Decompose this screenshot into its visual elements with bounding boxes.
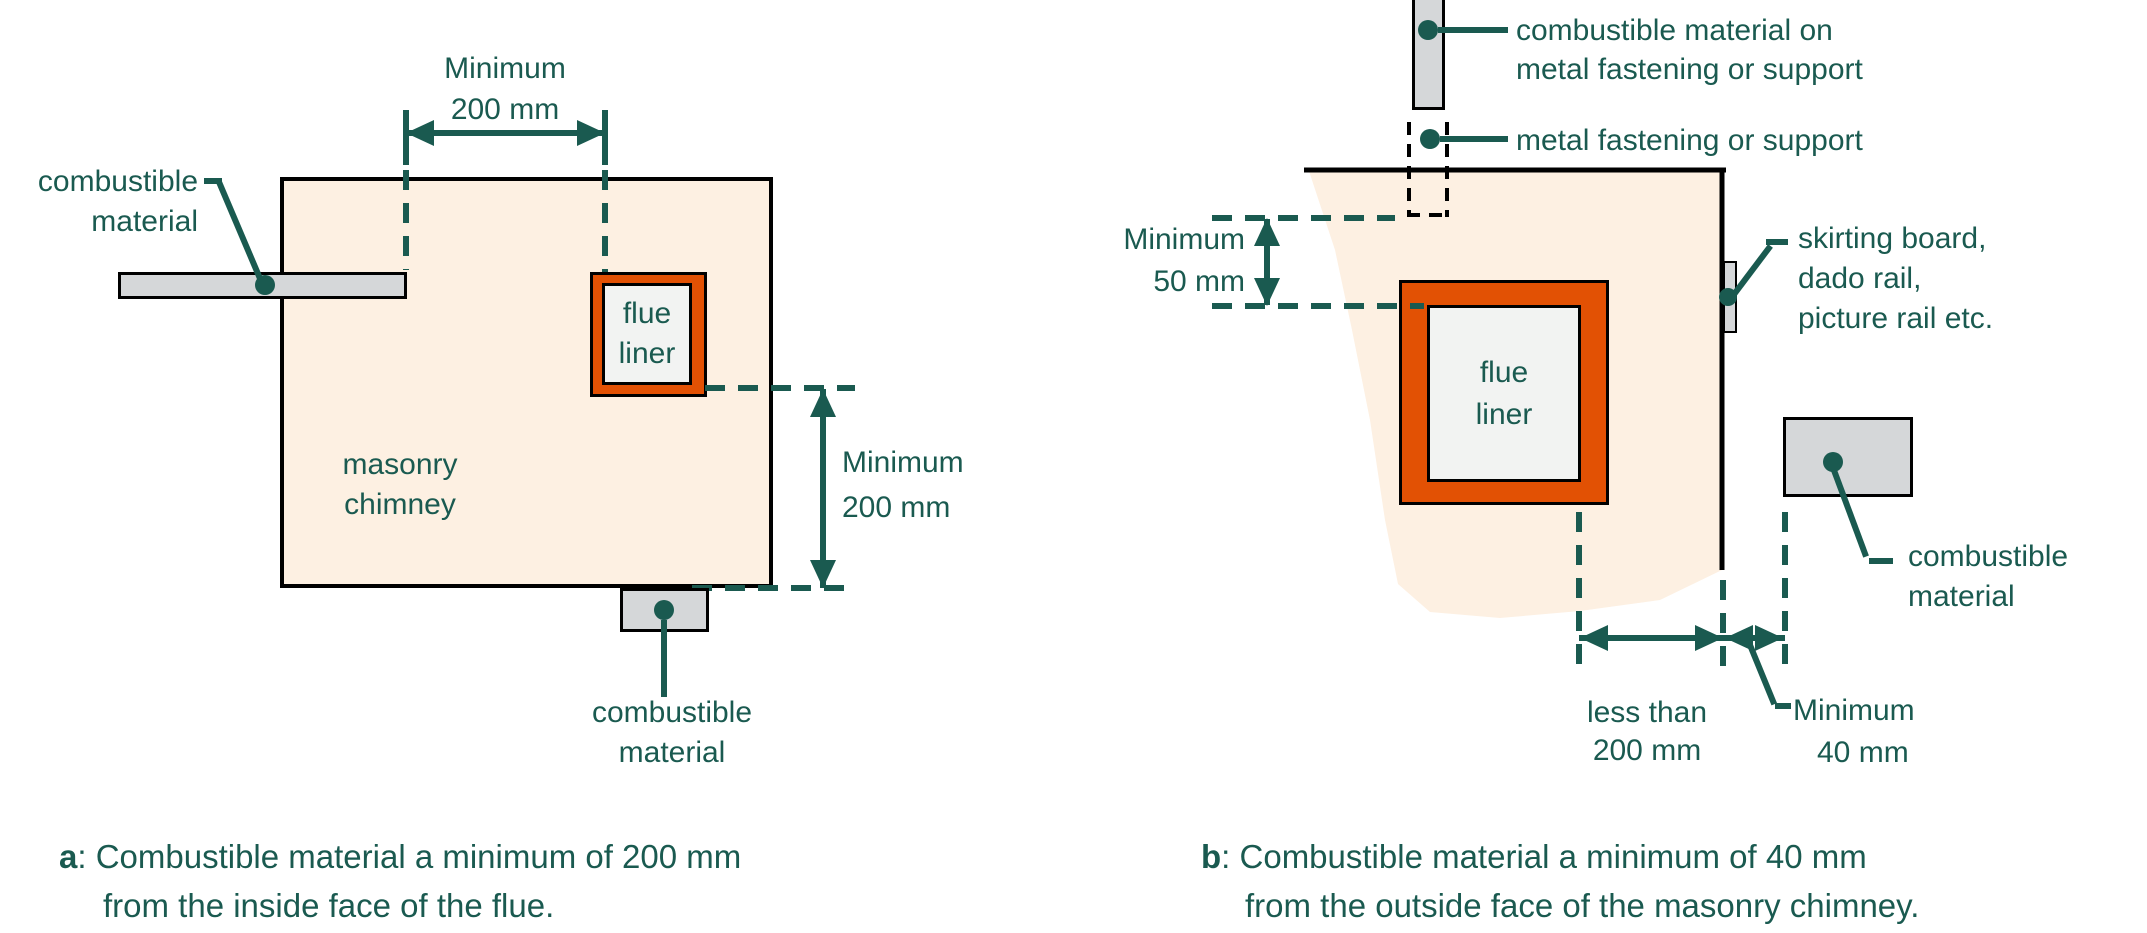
dim-dash-left-a (403, 170, 409, 270)
min50-dash-top (1212, 215, 1395, 221)
combustible-b-label: combustible material (1908, 540, 2069, 613)
dim-dash-bottom-a-right (692, 585, 855, 591)
leader-tick-b4 (1869, 558, 1893, 564)
combustible-box-b (1783, 417, 1913, 497)
arrowhead-right-less200 (1695, 625, 1723, 651)
combustible-bottom-label: combustible material (591, 696, 753, 769)
combustible-on-metal-label: combustible material on metal fastening … (1516, 14, 1863, 86)
caption-b-line2: from the outside face of the masonry chi… (1245, 887, 1920, 924)
dim-dash-right-a (602, 170, 608, 272)
caption-a-line1: : Combustible material a minimum of 200 … (77, 838, 742, 875)
leader-line-a1 (215, 179, 266, 286)
arrowhead-left-less200 (1580, 625, 1608, 651)
metal-fastening-dash-left (1407, 122, 1411, 217)
ref-dash-flue-face (1576, 512, 1582, 668)
flue-b-label-line1: flue (1479, 355, 1529, 389)
flue-b-label-line2: liner (1475, 397, 1533, 431)
leader-dot-a1 (255, 275, 275, 295)
ref-dash-combustible-face (1782, 512, 1788, 668)
flue-liner-a: flue liner (602, 283, 692, 385)
min-50mm-label: Minimum 50 mm (1123, 223, 1245, 298)
combustible-bar-b-top (1412, 0, 1445, 110)
less-200mm-label: less than 200 mm (1586, 696, 1708, 767)
min-200mm-top-label: Minimum 200 mm (444, 52, 566, 126)
arrowhead-down-min50 (1254, 278, 1280, 306)
caption-b: b: Combustible material a minimum of 40 … (1201, 832, 1919, 930)
dim-200-top-line (406, 130, 605, 136)
leader-line-min40 (1746, 642, 1778, 706)
min-40mm-label-line2: 40 mm (1817, 736, 1909, 769)
caption-b-letter: b (1201, 838, 1222, 875)
arrowhead-down-a-right (810, 560, 836, 588)
skirting-label: skirting board, dado rail, picture rail … (1798, 222, 1994, 335)
dim-tick-right-a (602, 110, 608, 165)
dim-dash-top-a-right (705, 385, 855, 391)
min40-line (1723, 635, 1785, 641)
arrowhead-up-min50 (1254, 218, 1280, 246)
caption-a-letter: a (59, 838, 78, 875)
caption-b-line1: : Combustible material a minimum of 40 m… (1221, 838, 1867, 875)
dim-200-right-line (820, 389, 826, 588)
arrowhead-up-a-right (810, 389, 836, 417)
flue-label-line1: flue (622, 297, 672, 330)
leader-dot-b1 (1418, 20, 1438, 40)
ref-dash-chimney-face (1720, 580, 1726, 668)
leader-tick-b3 (1766, 239, 1788, 245)
arrowhead-left-a-top (406, 120, 434, 146)
caption-a: a: Combustible material a minimum of 200… (59, 832, 741, 930)
min-40mm-label-line1: Minimum (1793, 694, 1915, 727)
leader-line-b2 (1440, 136, 1508, 142)
masonry-chimney-label: masonry chimney (342, 448, 458, 521)
metal-fastening-dash-right (1445, 122, 1449, 217)
flue-label-line2: liner (618, 337, 676, 370)
leader-line-a2 (661, 620, 667, 697)
min-200mm-right-label: Minimum 200 mm (842, 446, 964, 524)
metal-fastening-label: metal fastening or support (1516, 124, 1863, 157)
leader-tick-min40 (1775, 703, 1791, 709)
leader-tick-a1 (204, 178, 222, 184)
leader-line-b1 (1438, 27, 1508, 33)
min50-line (1264, 219, 1270, 305)
less200-line (1579, 635, 1723, 641)
leader-dot-a2 (654, 600, 674, 620)
flue-liner-b: flue liner (1427, 305, 1581, 482)
metal-fastening-dash-bottom (1407, 213, 1449, 217)
arrowhead-right-min40 (1755, 625, 1783, 651)
min50-dash-bottom (1212, 303, 1424, 309)
arrowhead-right-a-top (577, 120, 605, 146)
leader-dot-b2 (1420, 129, 1440, 149)
caption-a-line2: from the inside face of the flue. (103, 887, 555, 924)
combustible-left-label: combustible material (37, 165, 198, 238)
